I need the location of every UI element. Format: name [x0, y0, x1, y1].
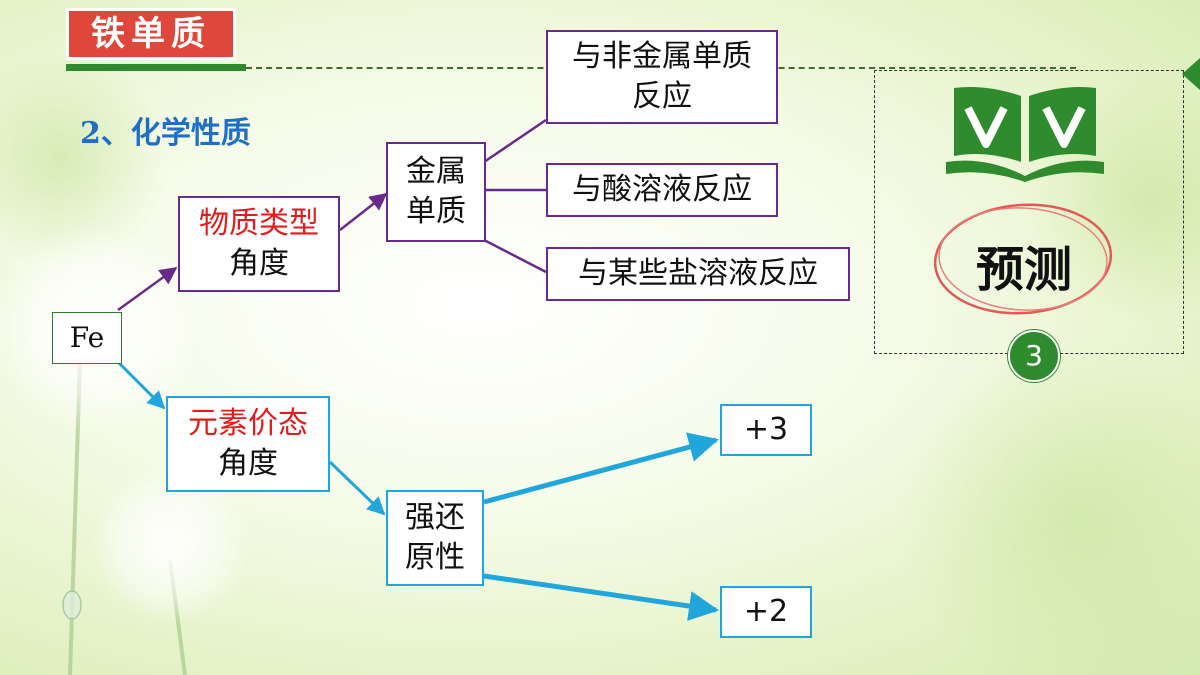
predict-label: 预测	[975, 242, 1072, 298]
dandelion-puff	[90, 465, 250, 625]
book-icon	[946, 87, 1104, 182]
arrow-reducing-to-plus2	[483, 573, 719, 621]
chevron-left-icon	[1182, 58, 1200, 90]
node-substance-type-line2: 角度	[229, 246, 289, 281]
node-reaction-acid: 与酸溶液反应	[546, 163, 778, 217]
title-underline	[66, 64, 246, 71]
node-valence-line2: 角度	[218, 446, 278, 481]
node-fe: Fe	[52, 312, 122, 364]
step-number-badge: 3	[1008, 330, 1060, 382]
node-substance-type-line1: 物质类型	[199, 206, 319, 241]
line-metal-to-salt	[483, 238, 547, 274]
section-subtitle: 2、化学性质	[80, 116, 251, 151]
node-plus2: +2	[720, 586, 812, 638]
arrow-valence-to-reducing	[328, 460, 386, 516]
hand-drawn-circle	[933, 203, 1113, 315]
line-metal-to-nonmetal	[483, 118, 547, 164]
arrow-fe-to-valence	[116, 360, 166, 410]
arrow-substance-to-metal	[339, 192, 388, 231]
node-reaction-salt: 与某些盐溶液反应	[546, 247, 850, 301]
arrow-reducing-to-plus3	[483, 432, 719, 505]
node-metal-element: 金属 单质	[386, 142, 486, 242]
node-reaction-nonmetal: 与非金属单质 反应	[546, 30, 778, 124]
node-valence: 元素价态 角度	[166, 396, 330, 492]
node-plus3: +3	[720, 404, 812, 456]
node-valence-line1: 元素价态	[188, 406, 308, 441]
page-title: 铁单质	[66, 8, 236, 60]
node-reducing: 强还 原性	[386, 490, 484, 586]
node-substance-type: 物质类型 角度	[178, 196, 340, 292]
arrow-fe-to-substance	[117, 266, 178, 312]
